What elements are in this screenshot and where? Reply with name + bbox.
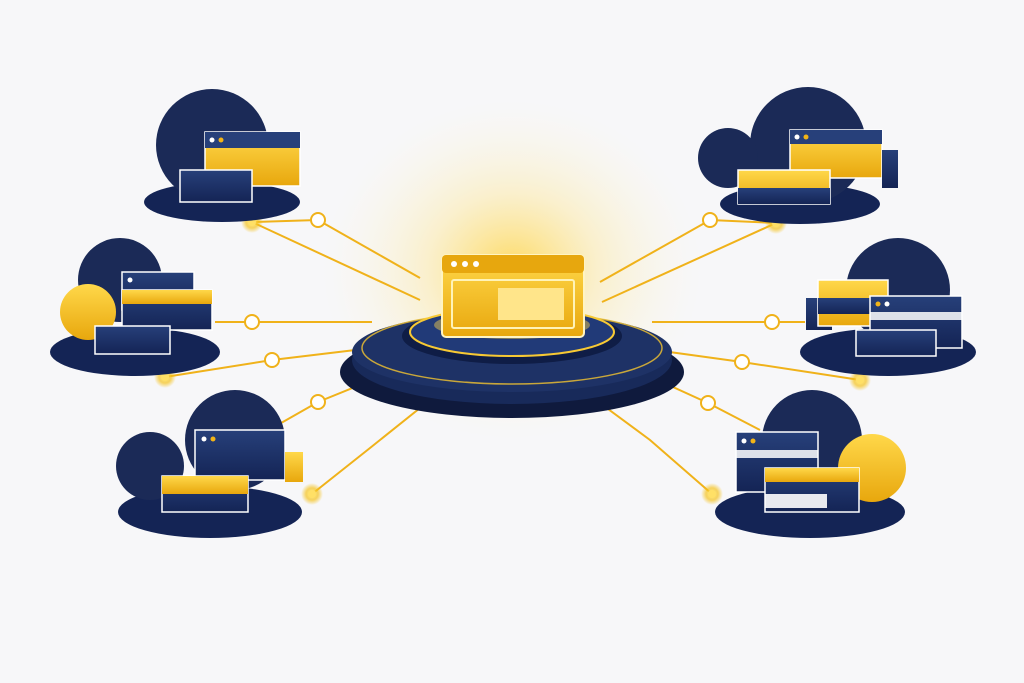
window-cluster-mid-right <box>800 238 976 376</box>
window-cluster-top-right <box>698 87 898 224</box>
node-dot <box>734 354 750 370</box>
node-dot <box>301 483 323 505</box>
node-dot <box>310 394 326 410</box>
window-cluster-mid-left <box>50 238 220 376</box>
window-cluster-bottom-right <box>715 390 906 538</box>
node-dot <box>310 212 326 228</box>
node-dot <box>701 483 723 505</box>
node-dot <box>700 395 716 411</box>
window-cluster-bottom-left <box>116 390 303 538</box>
node-dot <box>702 212 718 228</box>
node-dot <box>264 352 280 368</box>
node-dot <box>764 314 780 330</box>
browser-window-icon <box>441 254 585 338</box>
window-cluster-top-left <box>144 89 301 222</box>
node-dot <box>244 314 260 330</box>
